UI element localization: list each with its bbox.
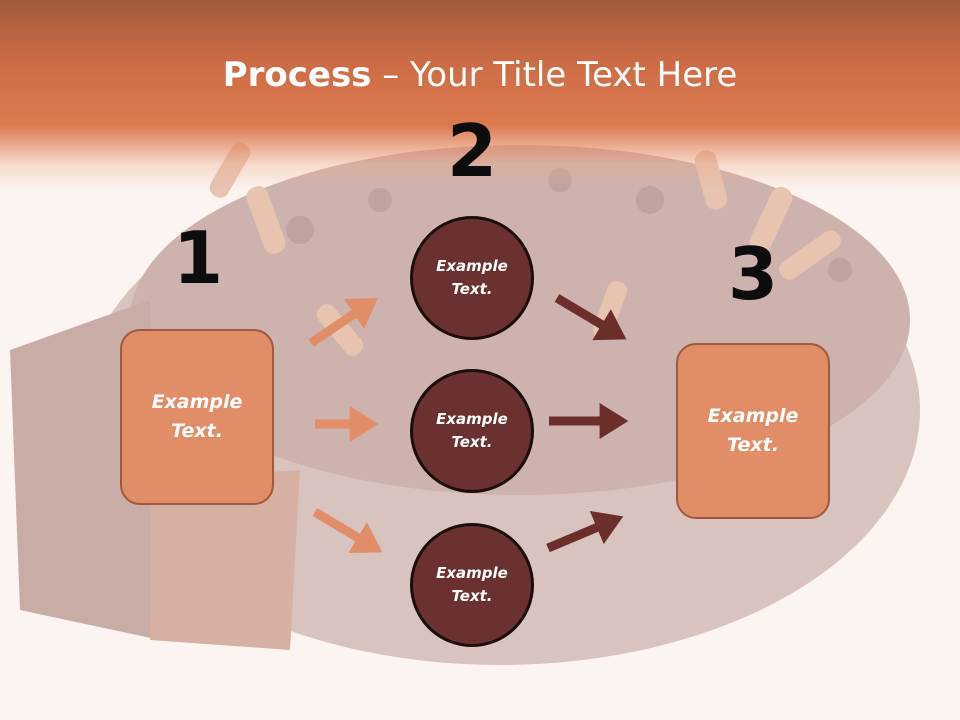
arrow-2-to-3-bottom <box>546 510 624 553</box>
page-title: Process – Your Title Text Here <box>0 52 960 98</box>
circle-top-line2: Text. <box>451 280 493 298</box>
step-1-box: Example Text. <box>120 329 274 505</box>
arrow-1-to-2-top <box>308 297 378 347</box>
circle-middle-line1: Example <box>436 410 508 428</box>
step-number-3: 3 <box>727 232 779 316</box>
title-banner <box>0 0 960 190</box>
step-1-box-line2: Text. <box>171 420 223 442</box>
step-2-circle-top: Example Text. <box>410 216 534 340</box>
title-rest: – Your Title Text Here <box>371 55 738 95</box>
step-number-1: 1 <box>172 216 224 300</box>
step-3-box: Example Text. <box>676 343 830 519</box>
arrow-2-to-3-top <box>554 294 627 341</box>
step-3-box-line1: Example <box>707 405 799 427</box>
circle-bottom-line1: Example <box>436 564 508 582</box>
step-3-box-line2: Text. <box>727 434 779 456</box>
arrow-1-to-2-bottom <box>312 508 383 554</box>
step-number-2: 2 <box>446 109 498 193</box>
circle-top-line1: Example <box>436 257 508 275</box>
step-1-box-line1: Example <box>151 391 243 413</box>
step-2-circle-middle: Example Text. <box>410 369 534 493</box>
title-bold: Process <box>222 55 372 95</box>
circle-bottom-line2: Text. <box>451 587 493 605</box>
step-2-circle-bottom: Example Text. <box>410 523 534 647</box>
circle-middle-line2: Text. <box>451 433 493 451</box>
